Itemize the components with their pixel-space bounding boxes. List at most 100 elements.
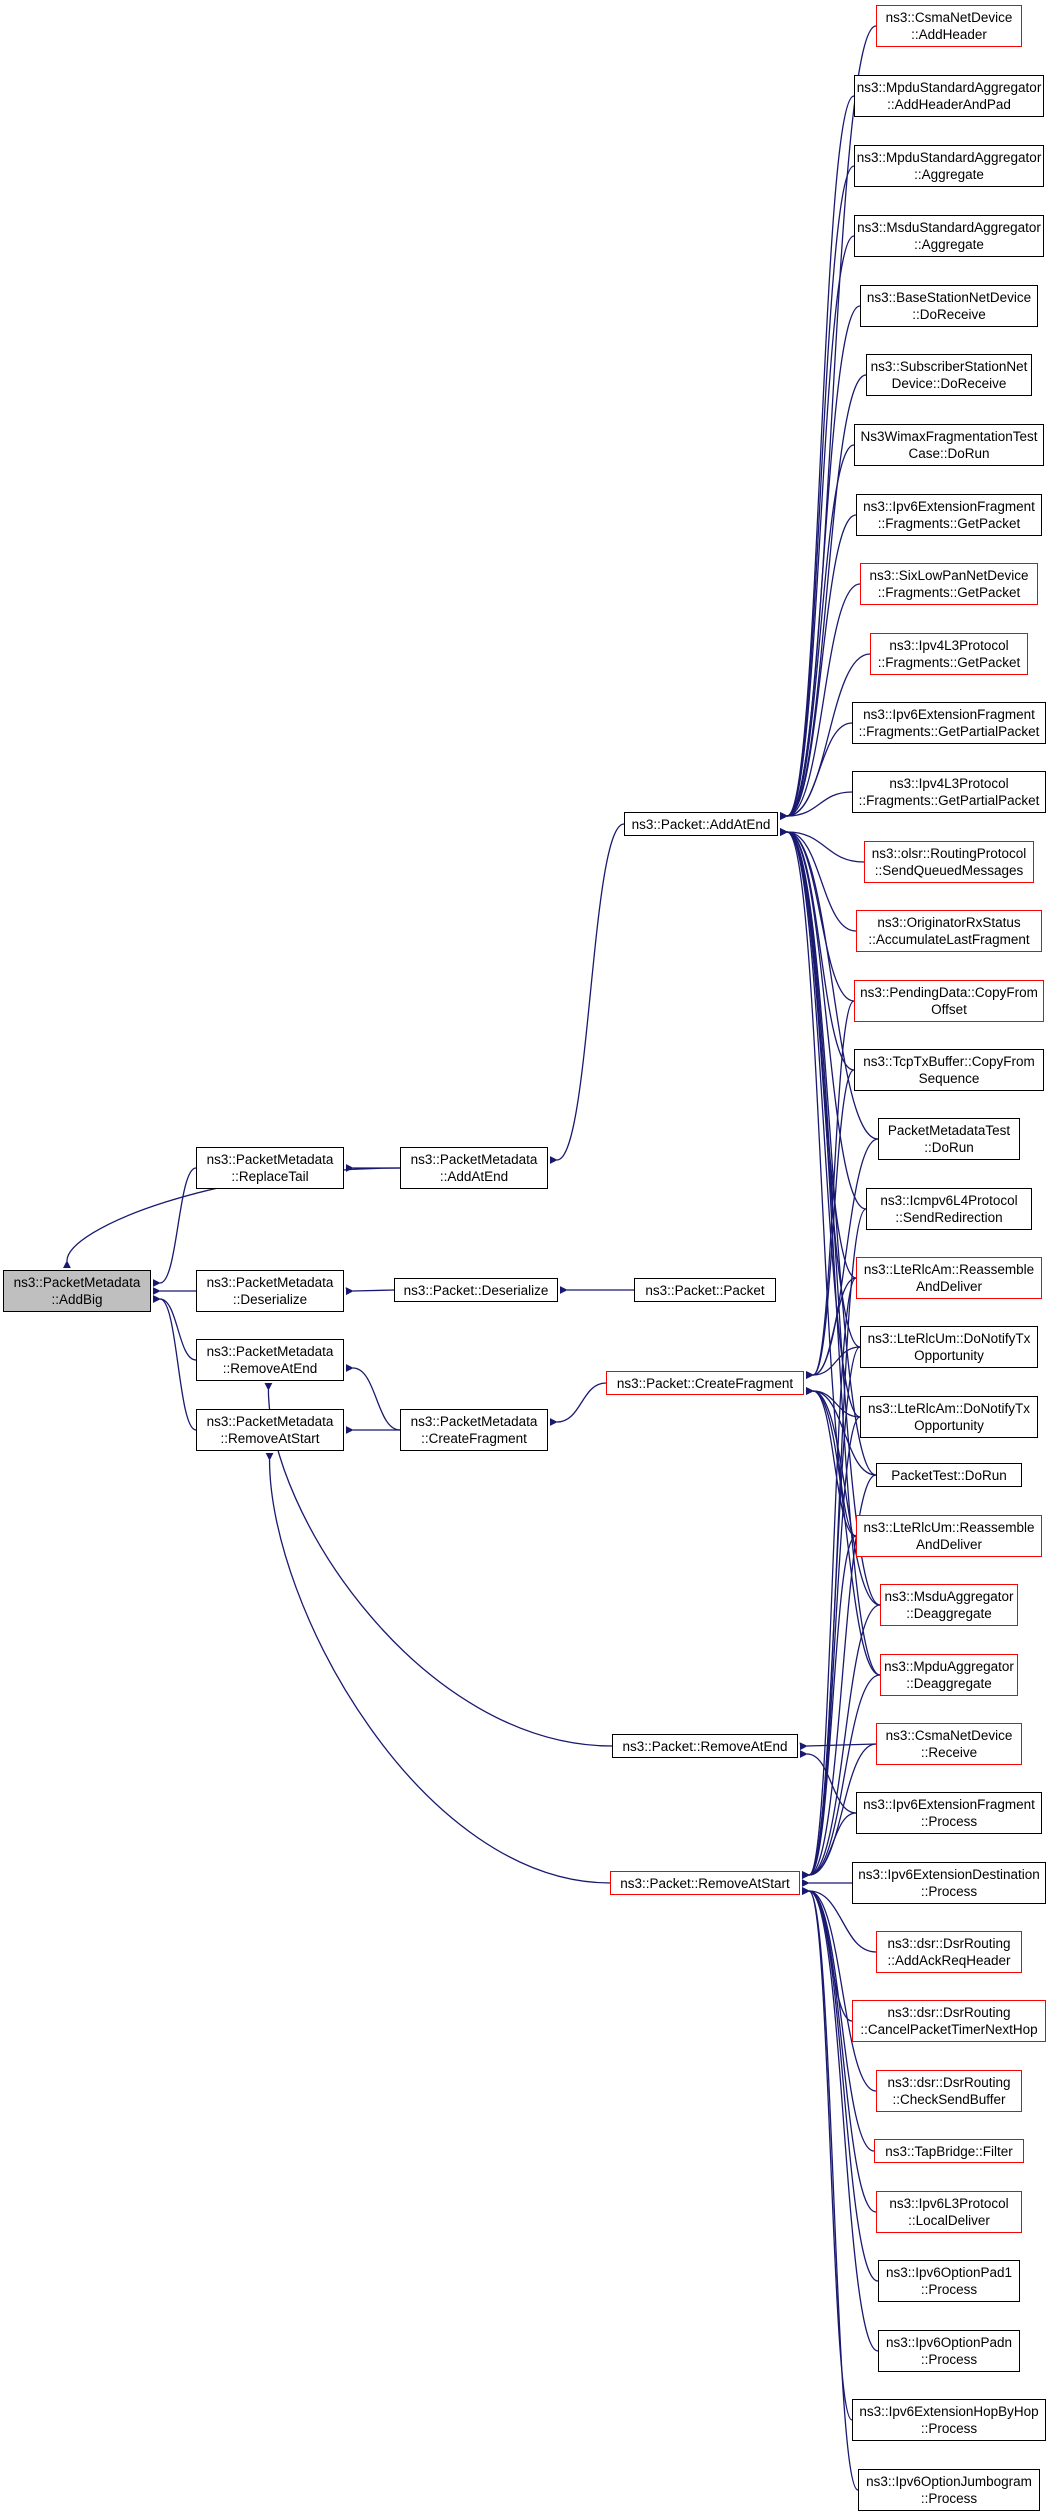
call-edge-p_removeatstart-to-pm_removeatstart <box>265 1452 611 1884</box>
packetmetadata-deserialize-node[interactable]: ns3::PacketMetadata ::Deserialize <box>196 1270 344 1312</box>
packetmetadata-removeatend-node[interactable]: ns3::PacketMetadata ::RemoveAtEnd <box>196 1339 344 1381</box>
node-line-2: ::AccumulateLastFragment <box>868 932 1030 947</box>
node-line-1: ns3::Packet::RemoveAtEnd <box>622 1738 788 1754</box>
packetmetadata-addatend-node[interactable]: ns3::PacketMetadata ::AddAtEnd <box>400 1147 548 1189</box>
node-line-2: ::Deserialize <box>232 1292 308 1307</box>
node-line-1: PacketMetadataTest <box>887 1123 1011 1138</box>
node-line-2: ::ReplaceTail <box>231 1169 309 1184</box>
csmanetdevice-addheader-node[interactable]: ns3::CsmaNetDevice ::AddHeader <box>876 5 1022 47</box>
packetmetadata-removeatstart-node[interactable]: ns3::PacketMetadata ::RemoveAtStart <box>196 1409 344 1451</box>
lterlcum-donotifytxopportunity-node[interactable]: ns3::LteRlcUm::DoNotifyTx Opportunity <box>860 1326 1038 1368</box>
ipv6extensionhopbyhop-process-node[interactable]: ns3::Ipv6ExtensionHopByHop ::Process <box>852 2399 1046 2441</box>
node-line-1: ns3::MsduStandardAggregator <box>857 220 1041 235</box>
lterlcum-reassembleanddeliver-node[interactable]: ns3::LteRlcUm::Reassemble AndDeliver <box>856 1515 1042 1557</box>
node-line-2: Case::DoRun <box>908 446 990 461</box>
mpduaggregator-deaggregate-node[interactable]: ns3::MpduAggregator ::Deaggregate <box>880 1654 1018 1696</box>
packetmetadata-replacetail-node[interactable]: ns3::PacketMetadata ::ReplaceTail <box>196 1147 344 1189</box>
ipv6extensionfragment-getpacket-node[interactable]: ns3::Ipv6ExtensionFragment ::Fragments::… <box>856 494 1042 536</box>
tcptxbuffer-copyfromsequence-node[interactable]: ns3::TcpTxBuffer::CopyFrom Sequence <box>854 1049 1044 1091</box>
node-line-2: ::Fragments::GetPartialPacket <box>858 793 1040 808</box>
call-edge-r_sixlow_getp-to-p_addatend <box>779 583 861 821</box>
ipv6optionpad1-process-node[interactable]: ns3::Ipv6OptionPad1 ::Process <box>878 2260 1020 2302</box>
call-edge-pm_replacetail-to-root <box>152 1167 197 1288</box>
dsrrouting-addackreqheader-node[interactable]: ns3::dsr::DsrRouting ::AddAckReqHeader <box>876 1931 1022 1973</box>
call-edge-r_ipv4l3_getpp-to-p_addatend <box>779 791 853 821</box>
mpdustandardaggregator-aggregate-node[interactable]: ns3::MpduStandardAggregator ::Aggregate <box>854 145 1044 187</box>
node-line-1: ns3::Ipv4L3Protocol <box>889 638 1009 653</box>
ipv6optionpadn-process-node[interactable]: ns3::Ipv6OptionPadn ::Process <box>878 2330 1020 2372</box>
node-line-1: ns3::OriginatorRxStatus <box>877 915 1021 930</box>
node-line-2: ::AddBig <box>51 1292 103 1307</box>
call-edge-r_wimaxfrag-to-p_addatend <box>779 444 855 821</box>
icmpv6l4protocol-sendredirection-node[interactable]: ns3::Icmpv6L4Protocol ::SendRedirection <box>866 1188 1032 1230</box>
node-line-2: ::RemoveAtEnd <box>222 1361 318 1376</box>
node-line-2: ::AddHeader <box>911 27 987 42</box>
packettest-dorun-node[interactable]: PacketTest::DoRun <box>876 1463 1022 1487</box>
node-line-2: ::Process <box>920 2491 978 2506</box>
packet-createfragment-node[interactable]: ns3::Packet::CreateFragment <box>606 1371 804 1395</box>
basestationnetdevice-doreceive-node[interactable]: ns3::BaseStationNetDevice ::DoReceive <box>860 285 1038 327</box>
ipv6optionjumbogram-process-node[interactable]: ns3::Ipv6OptionJumbogram ::Process <box>858 2469 1040 2511</box>
node-line-1: ns3::PacketMetadata <box>206 1152 334 1167</box>
node-line-2: ::Receive <box>920 1745 978 1760</box>
ipv4l3protocol-getpacket-node[interactable]: ns3::Ipv4L3Protocol ::Fragments::GetPack… <box>870 633 1028 675</box>
olsr-routingprotocol-sendqueuedmessages-node[interactable]: ns3::olsr::RoutingProtocol ::SendQueuedM… <box>864 841 1034 883</box>
mpdustandardaggregator-addheaderandpad-node[interactable]: ns3::MpduStandardAggregator ::AddHeaderA… <box>854 75 1044 117</box>
node-line-1: ns3::Packet::Deserialize <box>403 1282 549 1298</box>
ipv6l3protocol-localdeliver-node[interactable]: ns3::Ipv6L3Protocol ::LocalDeliver <box>876 2191 1022 2233</box>
ipv4l3protocol-getpartialpacket-node[interactable]: ns3::Ipv4L3Protocol ::Fragments::GetPart… <box>852 771 1046 813</box>
dsrrouting-cancelpackettimernexthop-node[interactable]: ns3::dsr::DsrRouting ::CancelPacketTimer… <box>852 2000 1046 2042</box>
node-line-2: ::Fragments::GetPartialPacket <box>858 724 1040 739</box>
node-line-1: ns3::MsduAggregator <box>884 1589 1014 1604</box>
node-line-1: ns3::PacketMetadata <box>206 1344 334 1359</box>
dsrrouting-checksendbuffer-node[interactable]: ns3::dsr::DsrRouting ::CheckSendBuffer <box>876 2070 1022 2112</box>
ns3wimaxfragmentationtestcase-dorun-node[interactable]: Ns3WimaxFragmentationTest Case::DoRun <box>854 424 1044 466</box>
packet-addatend-node[interactable]: ns3::Packet::AddAtEnd <box>624 812 778 836</box>
call-edge-r_msdu_deagg-to-p_createfragment <box>805 1386 881 1606</box>
call-edge-r_ipv6ext_getpp-to-p_addatend <box>779 722 853 821</box>
call-edge-r_orig_accum-to-p_addatend <box>779 827 857 932</box>
lterlcam-donotifytxopportunity-node[interactable]: ns3::LteRlcAm::DoNotifyTx Opportunity <box>860 1396 1038 1438</box>
ipv6extensiondestination-process-node[interactable]: ns3::Ipv6ExtensionDestination ::Process <box>852 1862 1046 1904</box>
msduaggregator-deaggregate-node[interactable]: ns3::MsduAggregator ::Deaggregate <box>880 1584 1018 1626</box>
ipv6extensionfragment-process-node[interactable]: ns3::Ipv6ExtensionFragment ::Process <box>856 1792 1042 1834</box>
call-edge-r_icmpv6_redir-to-p_addatend <box>779 827 867 1210</box>
pendingdata-copyfromoffset-node[interactable]: ns3::PendingData::CopyFrom Offset <box>854 980 1044 1022</box>
node-line-1: ns3::Ipv6ExtensionFragment <box>863 707 1035 722</box>
originatorrxstatus-accumulatelastfragment-node[interactable]: ns3::OriginatorRxStatus ::AccumulateLast… <box>856 910 1042 952</box>
node-line-2: Opportunity <box>914 1348 984 1363</box>
node-line-1: ns3::MpduStandardAggregator <box>856 150 1042 165</box>
node-line-1: ns3::LteRlcUm::DoNotifyTx <box>867 1331 1031 1346</box>
csmanetdevice-receive-node[interactable]: ns3::CsmaNetDevice ::Receive <box>876 1723 1022 1765</box>
node-line-1: ns3::Ipv6OptionJumbogram <box>866 2474 1032 2489</box>
node-line-1: ns3::Packet::Packet <box>645 1282 765 1298</box>
tapbridge-filter-node[interactable]: ns3::TapBridge::Filter <box>874 2139 1024 2163</box>
node-line-2: AndDeliver <box>915 1279 983 1294</box>
lterlcam-reassembleanddeliver-node[interactable]: ns3::LteRlcAm::Reassemble AndDeliver <box>856 1257 1042 1299</box>
node-line-2: AndDeliver <box>915 1537 983 1552</box>
packetmetadata-createfragment-node[interactable]: ns3::PacketMetadata ::CreateFragment <box>400 1409 548 1451</box>
sixlowpannetdevice-getpacket-node[interactable]: ns3::SixLowPanNetDevice ::Fragments::Get… <box>860 563 1038 605</box>
packet-deserialize-node[interactable]: ns3::Packet::Deserialize <box>394 1278 558 1302</box>
call-edge-r_packettest-to-p_removeatstart <box>801 1474 877 1880</box>
call-edge-pm_removeatstart-to-root <box>152 1294 197 1431</box>
call-edge-r_csma_receive-to-p_removeatend <box>799 1742 877 1751</box>
call-edge-r_lterlcam_reas-to-p_createfragment <box>805 1277 857 1380</box>
node-line-2: ::Process <box>920 2421 978 2436</box>
call-edge-r_padn-to-p_removeatstart <box>801 1886 879 2352</box>
packet-packet-node[interactable]: ns3::Packet::Packet <box>634 1278 776 1302</box>
ipv6extensionfragment-getpartialpacket-node[interactable]: ns3::Ipv6ExtensionFragment ::Fragments::… <box>852 702 1046 744</box>
node-line-1: ns3::Ipv6ExtensionFragment <box>863 499 1035 514</box>
node-line-2: Sequence <box>918 1071 980 1086</box>
packet-removeatend-node[interactable]: ns3::Packet::RemoveAtEnd <box>612 1734 798 1758</box>
node-line-1: ns3::BaseStationNetDevice <box>866 290 1032 305</box>
packet-removeatstart-node[interactable]: ns3::Packet::RemoveAtStart <box>610 1871 800 1895</box>
node-line-1: PacketTest::DoRun <box>891 1467 1007 1483</box>
call-edge-r_ipv6ext_frag_proc-to-p_removeatend <box>799 1749 857 1814</box>
msdustandardaggregator-aggregate-node[interactable]: ns3::MsduStandardAggregator ::Aggregate <box>854 215 1044 257</box>
node-line-2: ::AddHeaderAndPad <box>887 97 1011 112</box>
subscriberstationnetdevice-doreceive-node[interactable]: ns3::SubscriberStationNet Device::DoRece… <box>866 354 1032 396</box>
packetmetadatatest-dorun-node[interactable]: PacketMetadataTest ::DoRun <box>878 1118 1020 1160</box>
